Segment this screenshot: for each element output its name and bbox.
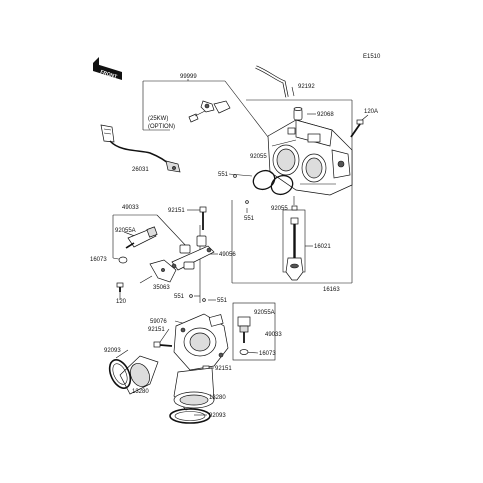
injector-49033-top <box>125 226 158 249</box>
callout-13280-left: 13280 <box>132 389 149 395</box>
callout-92093-left: 92093 <box>104 348 121 354</box>
callout-92055-mid: 92055 <box>271 206 288 212</box>
injector-49033-bottom <box>237 316 251 343</box>
bracket-lines <box>112 80 353 361</box>
callout-59076: 59076 <box>150 319 167 325</box>
callout-16073-bottom: 16073 <box>259 351 276 357</box>
hose-92192 <box>255 65 289 98</box>
front-marker-label: FRONT <box>99 69 117 80</box>
callout-551-b: 551 <box>217 298 228 304</box>
intake-body-59076 <box>173 313 229 371</box>
callout-option: (OPTION) <box>148 124 175 130</box>
callout-92093-right: 92093 <box>209 413 226 419</box>
callout-120: 120 <box>116 299 127 305</box>
gasket-92093-right <box>169 408 211 424</box>
seal-16073-top <box>118 256 128 264</box>
callout-92055a-bottom: 92055A <box>254 310 275 316</box>
callout-92192: 92192 <box>298 84 315 90</box>
cap-92068 <box>293 107 303 121</box>
bracket-35063 <box>149 259 177 283</box>
callout-35063: 35063 <box>153 285 170 291</box>
callout-551-a: 551 <box>174 294 185 300</box>
callout-551-top: 551 <box>218 172 229 178</box>
throttle-body-assembly <box>267 119 353 196</box>
callout-labels: 99999 (25KW) (OPTION) 26031 92192 92068 … <box>90 74 378 419</box>
callout-25kw: (25KW) <box>148 116 168 122</box>
callout-92151-mid: 92151 <box>148 327 165 333</box>
o-ring-92055-pair <box>252 169 294 196</box>
screw-120 <box>116 282 124 292</box>
callout-120a: 120A <box>364 109 378 115</box>
bolt-92151-top <box>199 206 207 230</box>
callout-92151-bottom: 92151 <box>215 366 232 372</box>
bolt-92151-mid <box>153 341 173 348</box>
sensor-harness-26031 <box>100 124 181 173</box>
callout-92055a-top: 92055A <box>115 228 136 234</box>
bolt-120a <box>350 119 364 138</box>
gasket-92093-left <box>108 359 132 389</box>
option-connector-99999 <box>188 100 231 123</box>
callout-13280-right: 13280 <box>209 395 226 401</box>
front-arrow-icon: FRONT <box>93 57 122 80</box>
callout-92151-top: 92151 <box>168 208 185 214</box>
callout-16163: 16163 <box>323 287 340 293</box>
sensor-unit-16021 <box>285 205 304 281</box>
callout-551-mid: 551 <box>244 216 255 222</box>
callout-92055-top: 92055 <box>250 154 267 160</box>
callout-99999: 99999 <box>180 74 197 80</box>
callout-26031: 26031 <box>132 167 149 173</box>
callout-92068: 92068 <box>317 112 334 118</box>
callout-49033-bottom: 49033 <box>265 332 282 338</box>
fuel-rail-49056 <box>171 235 215 271</box>
seal-16073-bottom <box>239 349 249 355</box>
screw-551-markers <box>189 174 249 302</box>
diagram-ref-code: E1510 <box>363 54 381 60</box>
callout-49056: 49056 <box>219 252 236 258</box>
callout-49033-top: 49033 <box>122 205 139 211</box>
callout-16073-top: 16073 <box>90 257 107 263</box>
callout-16021: 16021 <box>314 244 331 250</box>
intake-duct-13280-right <box>173 367 215 411</box>
